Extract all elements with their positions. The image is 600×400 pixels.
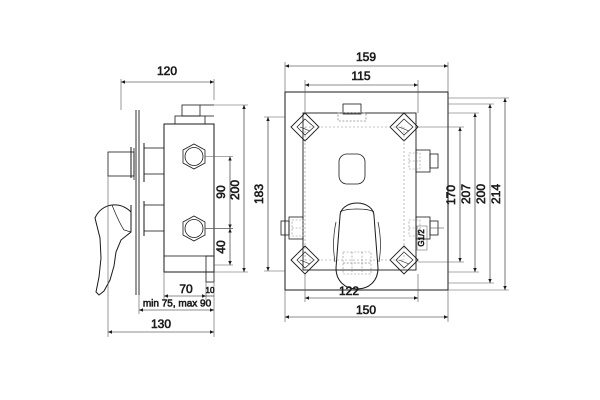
corner-bracket-bottom-right <box>389 245 419 275</box>
lever-handle-front <box>333 202 381 290</box>
top-nipple-base <box>174 115 206 125</box>
handle-collar <box>143 147 165 175</box>
side-port-right-upper <box>408 149 439 173</box>
dim-170: 170 <box>444 185 458 205</box>
side-view-geometry <box>94 104 215 296</box>
outlet-port-front <box>338 153 366 185</box>
hex-outlet-upper <box>182 143 206 170</box>
hidden-construction-lines <box>304 126 405 261</box>
dim-90: 90 <box>214 185 228 199</box>
wall-plate-outline <box>284 91 449 291</box>
dim-150: 150 <box>356 303 376 317</box>
dim-130: 130 <box>151 317 171 331</box>
valve-body <box>163 123 215 273</box>
dim-70: 70 <box>179 282 193 296</box>
bottom-connection-bar <box>163 255 215 273</box>
front-view-dimensions: 159 115 183 170 207 200 214 G1/2 <box>252 50 509 322</box>
dim-min-max: min 75, max 90 <box>143 299 212 310</box>
dim-159: 159 <box>356 50 376 64</box>
hex-outlet-lower <box>182 215 206 242</box>
handle-base-hidden <box>342 251 372 275</box>
dim-214: 214 <box>489 184 503 204</box>
lever-handle <box>94 204 132 296</box>
bottom-outlet-stub <box>205 255 215 283</box>
lever-handle-crease <box>111 204 132 233</box>
dim-207: 207 <box>459 184 473 204</box>
top-nipple <box>181 104 201 117</box>
lever-handle-hub <box>143 204 165 232</box>
front-view-geometry <box>280 91 449 291</box>
valve-body-outline <box>302 112 417 271</box>
dim-200-side: 200 <box>228 180 242 200</box>
dim-120: 120 <box>157 64 177 78</box>
dim-40: 40 <box>214 240 228 254</box>
top-nipple-front <box>342 103 362 115</box>
dim-g12: G1/2 <box>417 229 426 247</box>
side-port-left <box>280 216 304 240</box>
dim-200-front: 200 <box>474 184 488 204</box>
dim-115: 115 <box>351 69 370 83</box>
dim-10: 10 <box>206 286 215 295</box>
side-view-dimensions: 120 90 200 40 70 10 min 75, max 90 <box>107 64 248 337</box>
dim-183: 183 <box>252 184 266 204</box>
dim-122: 122 <box>339 284 359 298</box>
cartridge-spindle <box>107 151 135 177</box>
